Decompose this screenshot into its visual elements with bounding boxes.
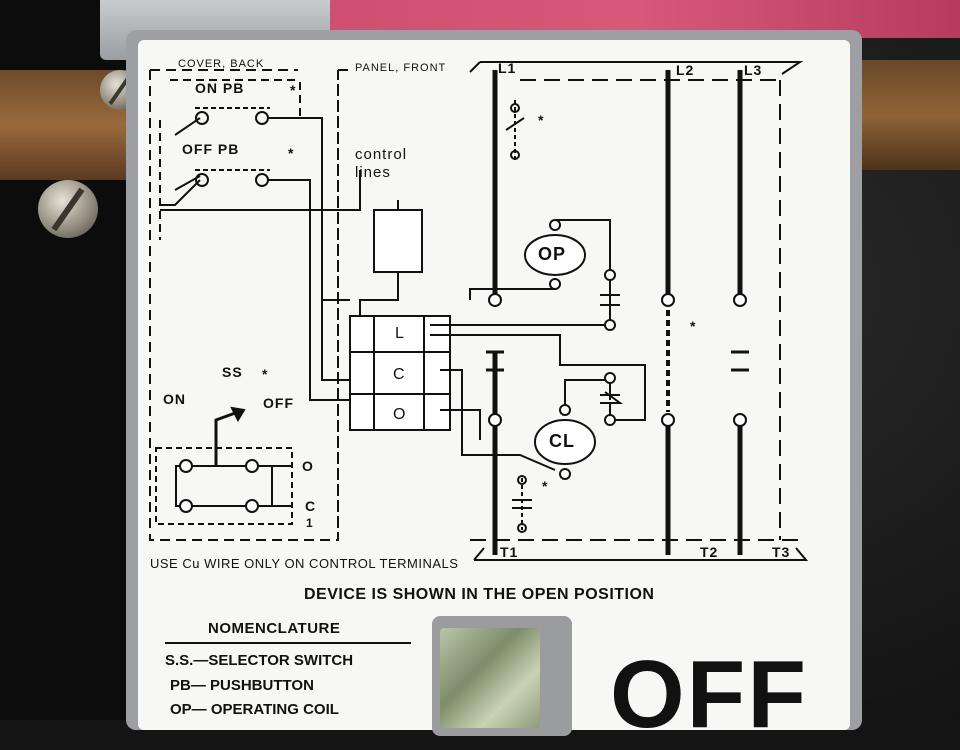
off-pb-star: * xyxy=(288,145,295,161)
nomenclature-rule xyxy=(165,642,411,644)
op-coil-label: OP xyxy=(538,244,567,264)
l2-contact-star: * xyxy=(690,318,697,334)
off-pb-label: OFF PB xyxy=(182,141,240,157)
t2-label: T2 xyxy=(700,544,719,560)
cover-back-label: COVER, BACK xyxy=(178,58,265,70)
cl-coil-label: CL xyxy=(549,431,575,451)
bottom-element-star: * xyxy=(542,478,549,494)
nomenclature-item: OP— OPERATING COIL xyxy=(170,701,339,718)
on-pb-star: * xyxy=(290,82,297,98)
indicator-window xyxy=(440,628,540,728)
cu-wire-note: USE Cu WIRE ONLY ON CONTROL TERMINALS xyxy=(150,556,459,571)
terminal-o-label: O xyxy=(393,406,407,423)
wiring-diagram xyxy=(149,61,809,561)
top-element-star: * xyxy=(538,112,545,128)
ss-off-label: OFF xyxy=(263,395,294,411)
ss-star: * xyxy=(262,366,269,382)
switch-c-label: C xyxy=(305,498,317,514)
switch-o-label: O xyxy=(302,458,314,474)
nomenclature-item: S.S.—SELECTOR SWITCH xyxy=(165,652,354,669)
panel-front-label: PANEL, FRONT xyxy=(355,62,447,74)
control-lines-label: control lines xyxy=(355,146,408,181)
l3-label: L3 xyxy=(744,62,763,78)
ss-label: SS xyxy=(222,364,243,380)
t1-label: T1 xyxy=(500,544,519,560)
nomenclature-item: PB— PUSHBUTTON xyxy=(170,677,314,694)
ss-on-label: ON xyxy=(163,391,186,407)
nomenclature-heading: NOMENCLATURE xyxy=(208,620,341,637)
screw-left xyxy=(38,180,98,238)
terminal-c-label: C xyxy=(393,366,406,383)
device-shown-note: DEVICE IS SHOWN IN THE OPEN POSITION xyxy=(304,586,655,603)
l2-label: L2 xyxy=(676,62,695,78)
copper-busbar-right xyxy=(850,60,960,170)
t3-label: T3 xyxy=(772,544,791,560)
state-indicator-text: OFF xyxy=(610,641,808,748)
switch-1-label: 1 xyxy=(306,516,314,530)
terminal-l-label: L xyxy=(395,325,405,342)
l1-label: L1 xyxy=(498,60,517,76)
on-pb-label: ON PB xyxy=(195,80,245,96)
